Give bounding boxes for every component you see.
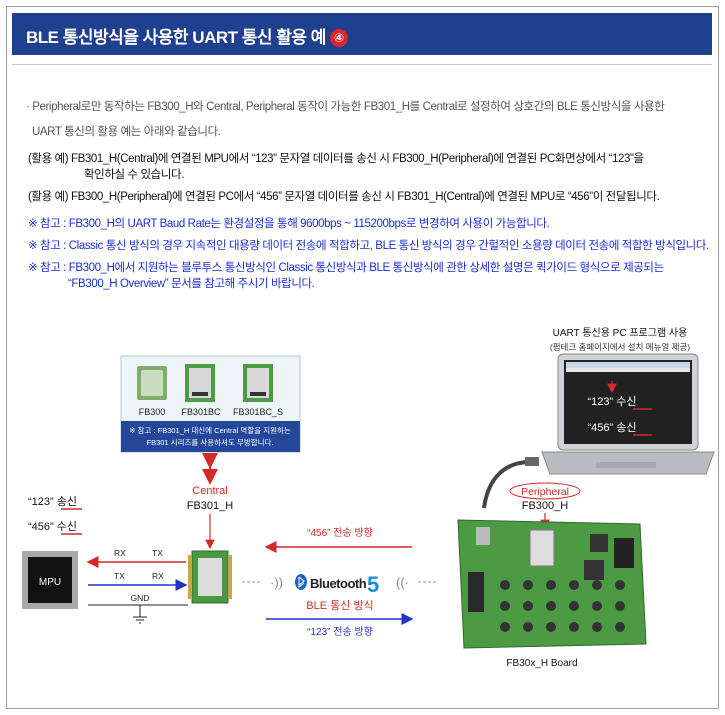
intro-line-2: UART 통신의 활용 예는 아래와 같습니다. [32,126,221,138]
mpu-send-label: “123” 송신 [28,495,77,508]
peripheral-device-name: FB300_H [522,500,569,512]
signal-right-icon: ((· [396,575,409,590]
bluetooth-icon [295,574,307,590]
example-1-line-2: 확인하실 수 있습니다. [84,169,185,181]
ble-method-label: BLE 통신 방식 [306,599,373,612]
pc-program-subtitle: (펌테크 홈페이지에서 설치 메뉴얼 제공) [550,342,690,352]
screen-receive-label: “123” 수신 [588,395,637,408]
screen-send-label: “456” 송신 [588,421,637,434]
arrow-456-label: “456” 전송 방향 [307,527,373,539]
module-fb300-image [137,366,167,400]
pin-tx-right: TX [152,548,163,558]
mpu-chip: MPU [22,551,78,609]
fb301-h-module [188,550,232,604]
ground-symbol-icon [133,616,147,624]
bluetooth-version: 5 [367,572,379,597]
bluetooth-link: ·)) Bluetooth 5 ((· [242,572,438,597]
pin-tx-left: TX [114,571,125,581]
module-label-fb301bc-s: FB301BC_S [233,407,283,417]
mpu-label: MPU [39,577,61,588]
module-note-line-1: ※ 참고 : FB301_H 대신에 Central 역할을 지원하는 [129,425,291,435]
header-divider [12,64,712,65]
note-baud-rate: ※ 참고 : FB300_H의 UART Baud Rate는 환경설정을 통해… [28,218,550,230]
module-fb301bc-s-image [243,364,273,402]
module-options-panel: FB300 FB301BC FB301BC_S ※ 참고 : FB301_H 대… [120,355,301,453]
signal-left-icon: ·)) [270,575,283,590]
peripheral-role-label: Peripheral [521,486,569,498]
content-frame [6,6,719,709]
pin-rx-right: RX [152,571,164,581]
arrow-123-label: “123” 전송 방향 [307,626,373,638]
usb-plug [525,457,539,466]
pin-rx-left: RX [114,548,126,558]
section-number-badge: ④ [329,29,348,47]
example-2: (활용 예) FB300_H(Peripheral)에 연결된 PC에서 “45… [28,191,660,203]
mpu-receive-label: “456” 수신 [28,520,77,533]
intro-line-1: · Peripheral로만 동작하는 FB300_H와 Central, Pe… [26,101,665,113]
fb30x-h-board [457,519,647,649]
central-role-label: Central [192,485,227,497]
laptop [541,353,715,475]
module-label-fb301bc: FB301BC [181,407,221,417]
module-fb301bc-image [185,364,215,402]
central-device-name: FB301_H [187,500,234,512]
note-overview-line-1: ※ 참고 : FB300_H에서 지원하는 블루투스 통신방식인 Classic… [28,262,664,274]
note-overview-line-2: “FB300_H Overview” 문서를 참고해 주시기 바랍니다. [68,278,315,290]
module-label-fb300: FB300 [139,407,166,417]
note-classic-vs-ble: ※ 참고 : Classic 통신 방식의 경우 지속적인 대용량 데이터 전송… [28,240,709,252]
example-1-line-1: (활용 예) FB301_H(Central)에 연결된 MPU에서 “123”… [28,153,644,165]
bluetooth-wordmark: Bluetooth [310,576,367,591]
pc-program-title: UART 통신용 PC 프로그램 사용 [553,327,688,339]
module-note-line-2: FB301 시리즈를 사용하셔도 무방합니다. [146,437,273,447]
board-name-label: FB30x_H Board [506,658,577,669]
pin-gnd: GND [131,593,150,603]
usb-cable [482,460,531,509]
peripheral-highlight [509,482,581,500]
